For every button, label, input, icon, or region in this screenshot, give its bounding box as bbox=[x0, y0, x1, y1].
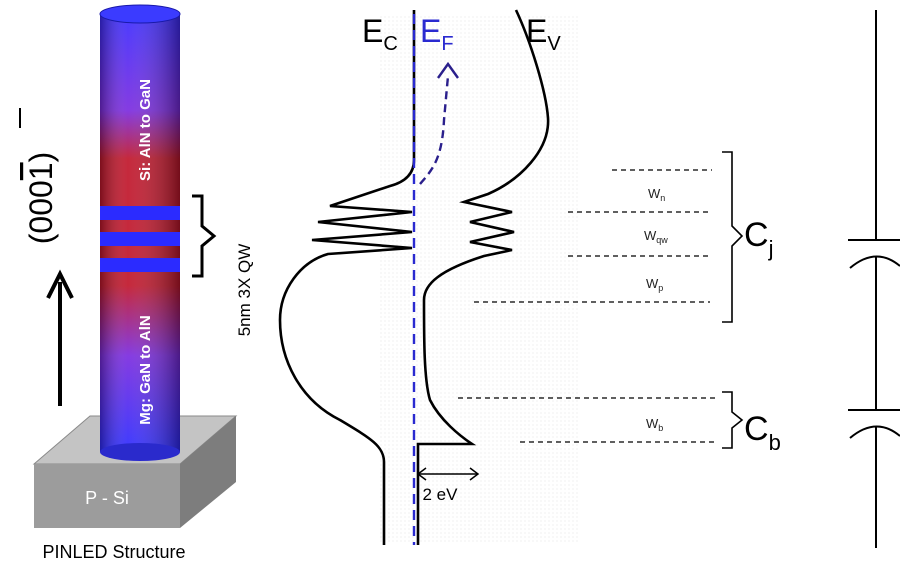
qw-band-1 bbox=[100, 206, 180, 220]
valence-band-curve bbox=[416, 9, 550, 545]
cb-label: Cb bbox=[744, 410, 781, 455]
qw-label: 5nm 3X QW bbox=[235, 244, 254, 337]
conduction-band-curve bbox=[278, 10, 416, 545]
qw-bracket bbox=[192, 194, 217, 278]
ef-label: EF bbox=[420, 13, 454, 55]
fermi-arrow-head bbox=[437, 61, 459, 79]
lower-segment-label: Mg: GaN to AlN bbox=[137, 315, 154, 424]
upper-segment-label: Si: AlN to GaN bbox=[137, 79, 154, 181]
ev-label: EV bbox=[526, 13, 561, 55]
junction-bracket bbox=[722, 151, 744, 323]
ec-label: EC bbox=[362, 13, 398, 55]
growth-direction-label: (0001) bbox=[23, 152, 59, 245]
band-diagram: EC EF EV 2 eV Wn Wqw bbox=[278, 9, 781, 545]
capacitor-circuit bbox=[848, 10, 900, 548]
substrate-label: P - Si bbox=[85, 488, 129, 508]
width-b-label: Wb bbox=[646, 416, 663, 433]
width-n-label: Wn bbox=[648, 186, 665, 203]
fermi-arrow bbox=[419, 75, 450, 185]
cj-label: Cj bbox=[744, 216, 773, 261]
energy-scale-label: 2 eV bbox=[423, 485, 459, 504]
band-region-background bbox=[380, 14, 580, 544]
nanowire-cylinder: Si: AlN to GaN Mg: GaN to AlN bbox=[99, 4, 181, 461]
nanowire-structure: P - Si Si: AlN to GaN Mg: GaN to AlN 5nm… bbox=[19, 4, 254, 562]
substrate-block: P - Si bbox=[32, 415, 238, 528]
barrier-bracket bbox=[722, 391, 744, 449]
energy-scale: 2 eV bbox=[416, 467, 480, 504]
growth-direction-arrow bbox=[46, 269, 74, 406]
qw-band-2 bbox=[100, 232, 180, 246]
structure-caption: PINLED Structure bbox=[42, 542, 185, 562]
width-guides bbox=[458, 169, 718, 443]
qw-band-3 bbox=[100, 258, 180, 272]
width-qw-label: Wqw bbox=[644, 228, 668, 245]
width-p-label: Wp bbox=[646, 276, 663, 293]
